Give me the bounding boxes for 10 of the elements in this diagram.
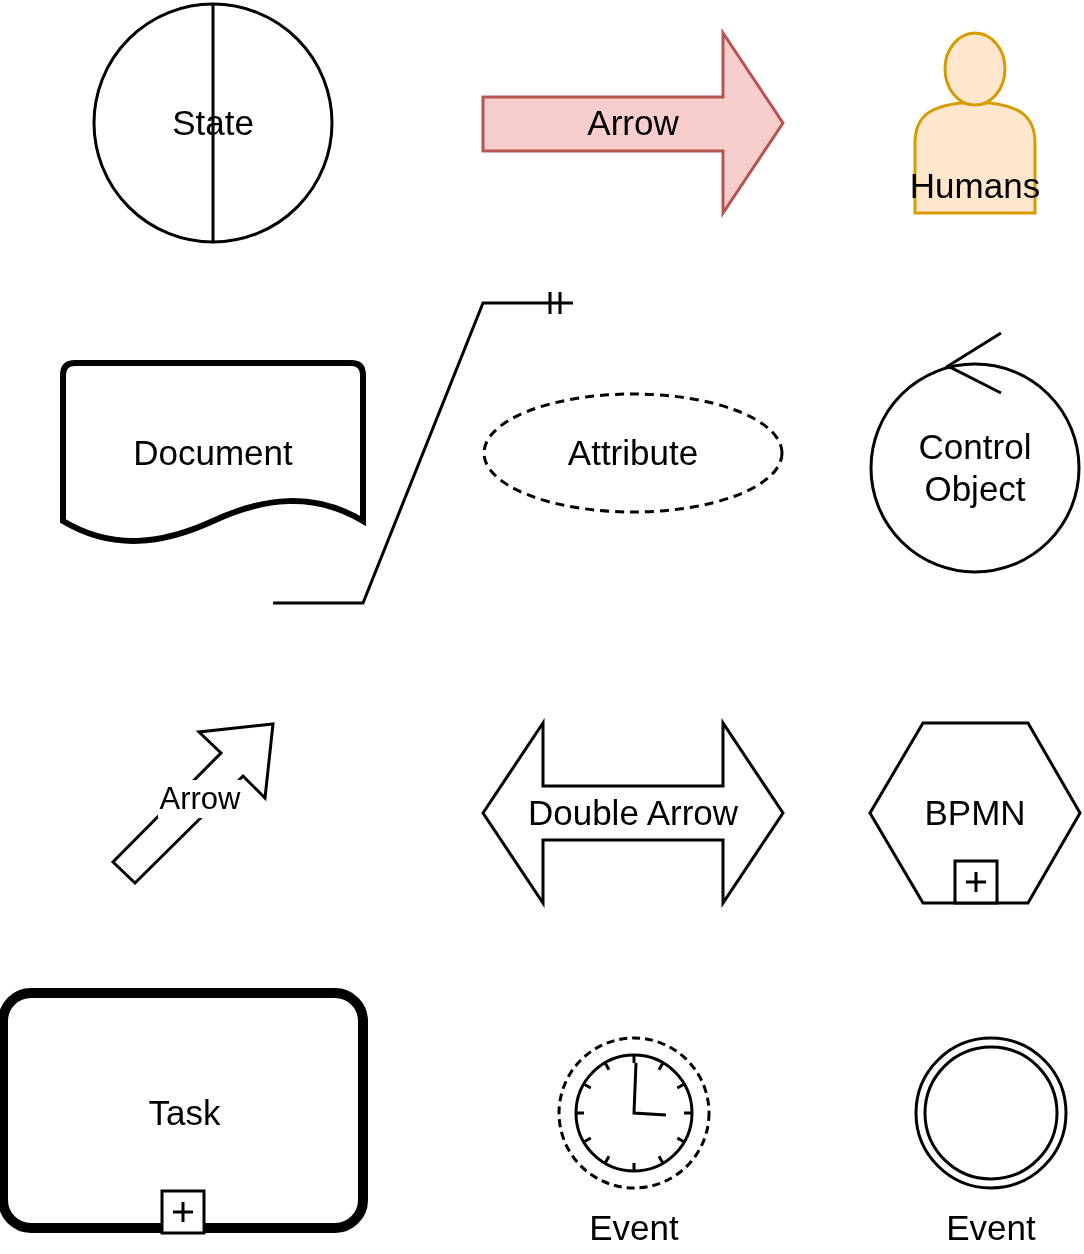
shape-label: Arrow bbox=[157, 780, 243, 818]
shape-label: Event bbox=[589, 1207, 679, 1249]
shape-label: Control Object bbox=[917, 426, 1033, 510]
shape-label: Double Arrow bbox=[527, 792, 739, 834]
shape-label: Document bbox=[133, 432, 293, 474]
shape-label: Attribute bbox=[567, 432, 699, 474]
shape-label: Event bbox=[946, 1207, 1036, 1249]
shape-label: BPMN bbox=[924, 792, 1026, 834]
shape-label: Task bbox=[148, 1092, 221, 1134]
shape-label: Arrow bbox=[587, 102, 679, 144]
